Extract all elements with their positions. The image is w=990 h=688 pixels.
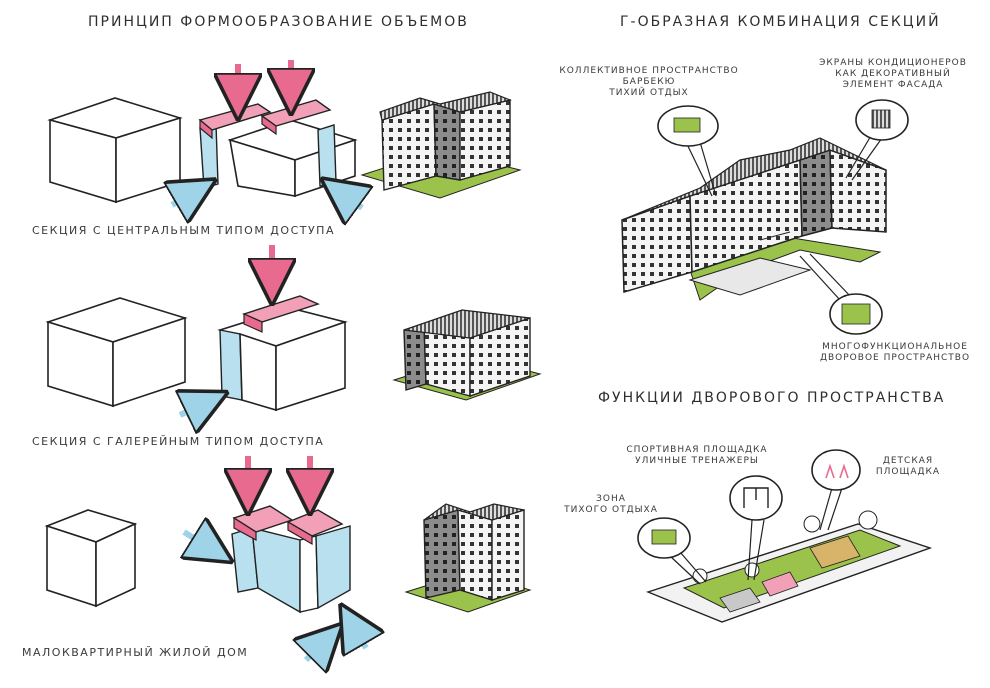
bubble-playground: [811, 449, 861, 531]
callout-collective-space: Коллективное пространство барбекю тихий …: [536, 66, 762, 99]
row3-plain-box: [44, 509, 138, 608]
row2-section-massing: [217, 295, 348, 412]
right-top-title: Г-образная комбинация секций: [620, 14, 941, 30]
callout-line: тихого отдыха: [564, 505, 658, 515]
row-label-gallery-access: Секция с галерейным типом доступа: [32, 435, 325, 448]
callout-line: дворовое пространство: [819, 353, 971, 363]
callout-line: элемент фасада: [842, 80, 944, 90]
callout-line: Коллективное пространство: [559, 66, 739, 76]
row1-plain-box: [47, 97, 183, 204]
row2-plain-box: [45, 297, 188, 408]
callout-ac-screens: Экраны кондиционеров как декоративный эл…: [808, 58, 978, 91]
bubble-sports: [729, 475, 783, 581]
courtyard-icon: [841, 303, 871, 325]
callout-line: Зона: [596, 494, 626, 504]
arrow-blue: [184, 532, 213, 550]
callout-quiet-zone: Зона тихого отдыха: [546, 494, 676, 516]
row-label-central-access: Секция с центральным типом доступа: [32, 224, 335, 237]
bubble-quiet-zone: [637, 517, 707, 585]
right-bottom-title: Функции дворового пространства: [598, 390, 946, 406]
row3-building-sketch: [404, 503, 532, 613]
callout-line: Многофункциональное: [822, 342, 968, 352]
arrow-blue: [180, 402, 207, 415]
callout-line: тихий отдых: [609, 88, 689, 98]
callout-line: уличные тренажеры: [635, 456, 759, 466]
arrow-blue: [352, 624, 366, 648]
children-icon: [825, 463, 849, 479]
row1-section-massing: [198, 99, 358, 198]
row1-building-sketch: [360, 91, 522, 199]
callout-courtyard: Многофункциональное дворовое пространств…: [810, 342, 980, 364]
row3-section-massing: [231, 505, 351, 614]
gym-icon: [743, 487, 769, 508]
bubble-collective-space: [657, 105, 719, 197]
callout-sports: Спортивная площадка уличные тренажеры: [622, 445, 772, 467]
bubble-ac-screens: [845, 99, 909, 181]
arrow-blue: [172, 191, 196, 205]
callout-line: Спортивная площадка: [626, 445, 768, 455]
arrow-blue: [306, 640, 326, 660]
left-title: Принцип формообразование объемов: [88, 14, 469, 30]
callout-line: Экраны кондиционеров: [819, 58, 967, 68]
callout-playground: Детская площадка: [868, 456, 948, 478]
bench-icon: [651, 529, 677, 545]
row-label-small-house: Малоквартирный жилой дом: [22, 646, 249, 659]
callout-line: Детская: [882, 456, 934, 466]
bubble-courtyard: [799, 253, 883, 335]
courtyard-plan: [645, 510, 933, 623]
bbq-icon: [673, 117, 701, 133]
callout-line: барбекю: [622, 77, 676, 87]
ac-screen-icon: [871, 109, 891, 129]
arrow-blue: [340, 192, 362, 208]
row2-building-sketch: [392, 309, 542, 401]
callout-line: как декоративный: [835, 69, 951, 79]
l-shaped-building: [621, 137, 887, 301]
callout-line: площадка: [875, 467, 941, 477]
